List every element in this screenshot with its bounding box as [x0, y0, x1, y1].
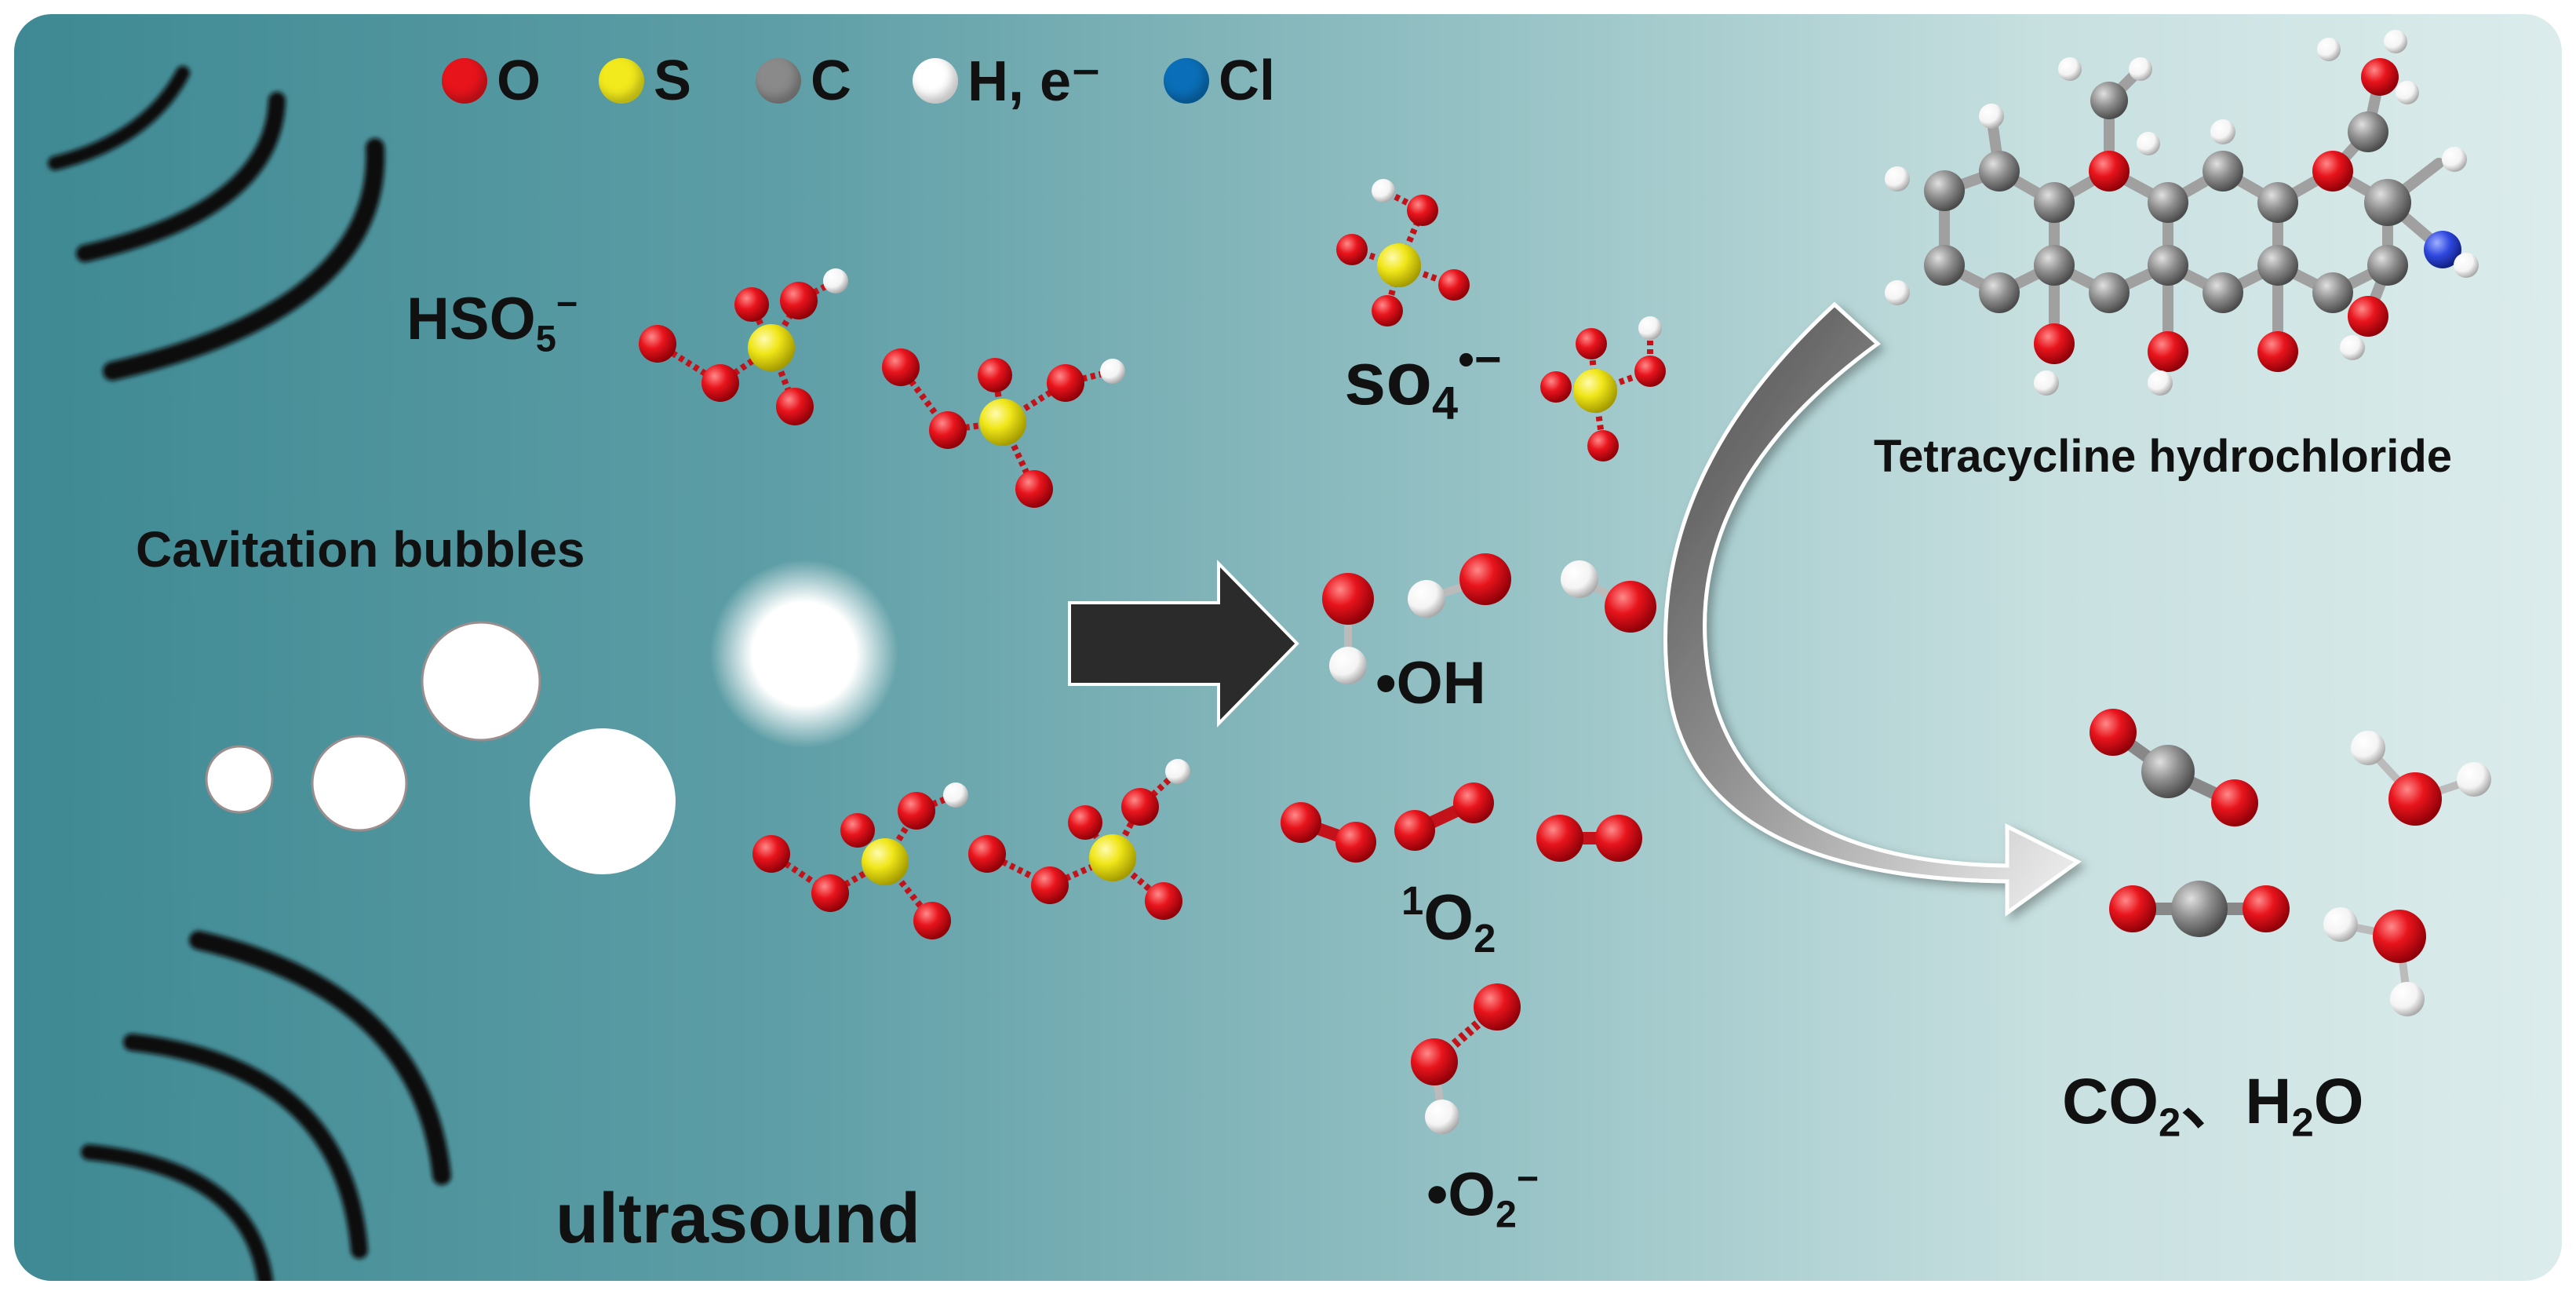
- legend-label: Cl: [1219, 49, 1275, 112]
- co2-molecule: [2109, 881, 2290, 937]
- singlet-oxygen-molecule: [1281, 802, 1376, 863]
- so4-superscript: •−: [1458, 333, 1502, 385]
- singlet-text: O: [1423, 881, 1474, 954]
- sulfate-radical-label: so4•−: [1344, 336, 1502, 426]
- h2o-subscript: 2: [2291, 1100, 2314, 1145]
- ultrasound-label: ultrasound: [556, 1180, 920, 1258]
- hso5-molecule: [882, 348, 1125, 508]
- legend-item-hydrogen: H, e⁻: [913, 46, 1101, 116]
- co2-molecule: [2090, 709, 2258, 826]
- legend-label: O: [497, 49, 541, 112]
- superoxide-subscript: 2: [1495, 1193, 1517, 1236]
- tetracycline-molecule: [1885, 30, 2479, 396]
- hso5-molecule: [968, 759, 1190, 920]
- hso5-subscript: 5: [535, 317, 556, 359]
- singlet-oxygen-label: 1O2: [1401, 881, 1496, 959]
- hydroxyl-radical-molecule: [1408, 553, 1511, 618]
- degradation-arrow: [1663, 301, 2082, 917]
- hydroxyl-radical-molecule: [1561, 560, 1656, 633]
- carbon-dot-icon: [756, 58, 801, 104]
- legend-item-carbon: C: [756, 46, 851, 116]
- h2o-o-text: O: [2313, 1066, 2364, 1137]
- reaction-arrow: [1068, 560, 1299, 728]
- h2o-molecule: [2323, 907, 2426, 1016]
- products-label: CO2、H2O: [2062, 1070, 2364, 1143]
- chlorine-dot-icon: [1164, 58, 1209, 104]
- superoxide-superscript: −: [1516, 1158, 1539, 1200]
- so4-text: so: [1344, 336, 1433, 421]
- sulfate-radical-molecule: [1336, 179, 1470, 326]
- singlet-subscript: 2: [1474, 915, 1496, 961]
- co2-subscript: 2: [2159, 1100, 2181, 1145]
- sulfur-dot-icon: [599, 58, 644, 104]
- hydroxyl-radical-molecule: [1322, 573, 1374, 684]
- legend-label: H, e⁻: [967, 50, 1102, 113]
- legend-label: S: [654, 49, 692, 112]
- hydrogen-dot-icon: [913, 58, 958, 104]
- sulfate-radical-molecule: [1540, 316, 1666, 461]
- h2o-molecule: [2351, 731, 2491, 826]
- singlet-superscript: 1: [1401, 878, 1424, 923]
- hso5-molecule: [639, 268, 848, 425]
- co2-text: CO: [2062, 1066, 2159, 1137]
- hso5-label: HSO5−: [406, 285, 578, 356]
- hso5-molecule: [752, 782, 968, 939]
- diagram-artwork: [48, 30, 2491, 1281]
- cavitation-label: Cavitation bubbles: [136, 521, 585, 578]
- oxygen-dot-icon: [442, 58, 487, 104]
- diagram-panel: O S C H, e⁻ Cl HSO5− Cavitation bubbles …: [14, 14, 2562, 1281]
- legend-item-oxygen: O: [442, 46, 541, 116]
- ultrasound-waves-top: [48, 66, 385, 381]
- separator-text: 、: [2181, 1066, 2246, 1137]
- legend-label: C: [811, 49, 851, 112]
- so4-subscript: 4: [1432, 376, 1459, 429]
- superoxide-label: •O2−: [1426, 1160, 1539, 1234]
- singlet-oxygen-molecule: [1394, 782, 1494, 851]
- legend-item-chlorine: Cl: [1164, 46, 1275, 116]
- cavitation-bubbles: [205, 560, 898, 874]
- hydroxyl-radical-label: •OH: [1375, 650, 1486, 717]
- hso5-superscript: −: [556, 283, 578, 324]
- legend-item-sulfur: S: [599, 46, 691, 116]
- h2o-h-text: H: [2245, 1066, 2292, 1137]
- singlet-oxygen-molecule: [1536, 815, 1642, 862]
- tetracycline-label: Tetracycline hydrochloride: [1874, 431, 2453, 482]
- hso5-text: HSO: [406, 286, 536, 353]
- superoxide-text: •O: [1426, 1158, 1496, 1228]
- ultrasound-waves-bottom: [81, 931, 451, 1281]
- superoxide-molecule: [1411, 983, 1521, 1134]
